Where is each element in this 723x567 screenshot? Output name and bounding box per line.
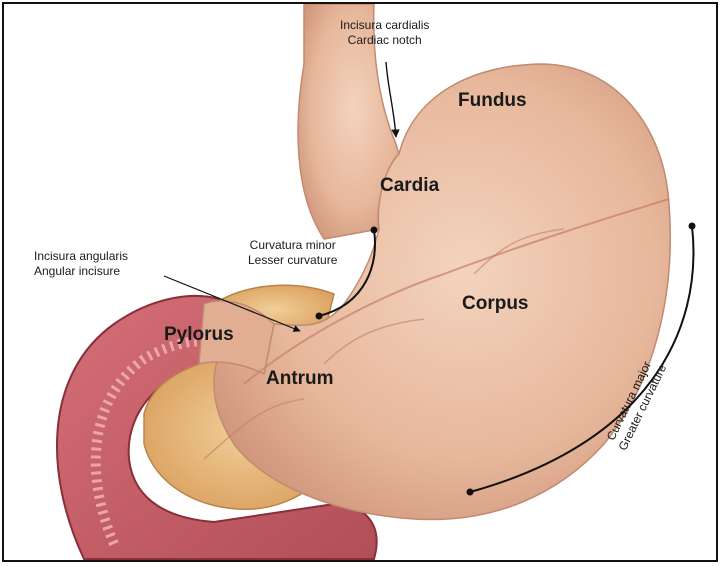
greater-curvature-dot-bottom — [467, 489, 474, 496]
cardia-label: Cardia — [380, 175, 439, 197]
corpus-label: Corpus — [462, 293, 529, 315]
stomach-illustration — [4, 4, 718, 562]
angular-incisure-latin: Incisura angularis — [34, 249, 128, 264]
greater-curvature-dot-top — [689, 223, 696, 230]
lesser-curvature-latin: Curvatura minor — [248, 238, 337, 253]
lesser-curvature-english: Lesser curvature — [248, 253, 337, 268]
lesser-curvature-dot-bottom — [316, 313, 323, 320]
cardiac-notch-english: Cardiac notch — [340, 33, 429, 48]
cardiac-notch-label: Incisura cardialis Cardiac notch — [340, 18, 429, 48]
cardiac-notch-latin: Incisura cardialis — [340, 18, 429, 33]
angular-incisure-label: Incisura angularis Angular incisure — [34, 249, 128, 279]
fundus-label: Fundus — [458, 90, 527, 112]
diagram-frame: Incisura cardialis Cardiac notch Fundus … — [2, 2, 718, 562]
antrum-label: Antrum — [266, 368, 334, 390]
pylorus-label: Pylorus — [164, 324, 234, 346]
angular-incisure-english: Angular incisure — [34, 264, 128, 279]
lesser-curvature-dot-top — [371, 227, 378, 234]
lesser-curvature-label: Curvatura minor Lesser curvature — [248, 238, 337, 268]
